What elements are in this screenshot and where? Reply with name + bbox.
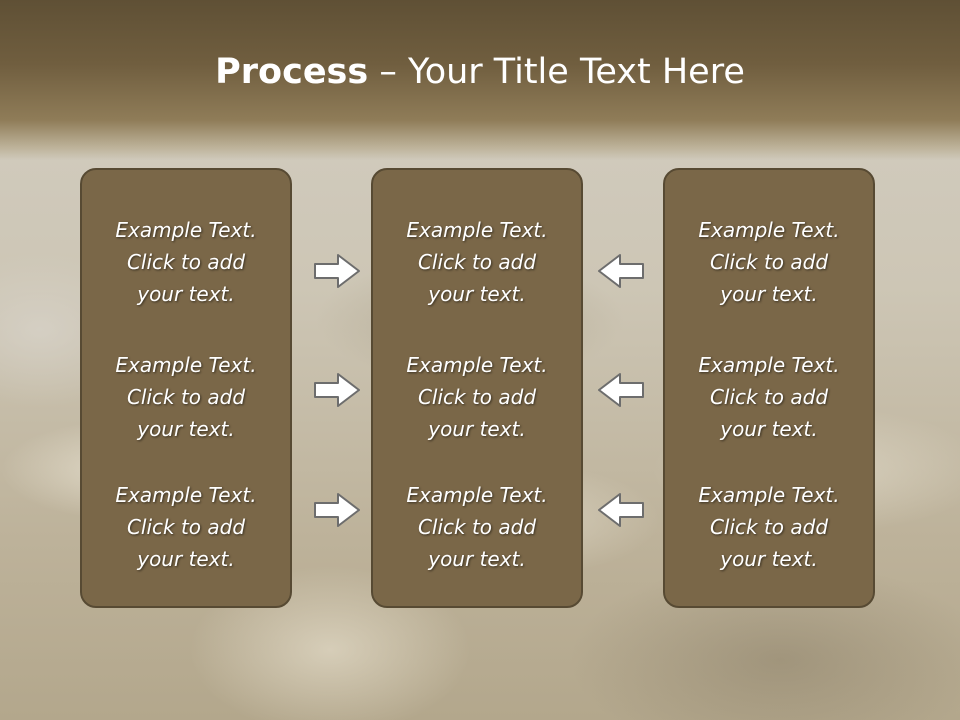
title-rest: – Your Title Text Here xyxy=(368,52,745,92)
arrow-right-icon[interactable] xyxy=(312,491,362,529)
text-line: your text. xyxy=(137,282,235,306)
text-line: your text. xyxy=(720,282,818,306)
text-line: Example Text. xyxy=(406,483,548,507)
title-bold: Process xyxy=(215,52,369,92)
text-line: Example Text. xyxy=(406,353,548,377)
text-line: Example Text. xyxy=(115,483,257,507)
text-line: your text. xyxy=(428,547,526,571)
text-line: Example Text. xyxy=(406,218,548,242)
panel-text-block[interactable]: Example Text. Click to add your text. xyxy=(82,479,290,575)
panel-text-block[interactable]: Example Text. Click to add your text. xyxy=(373,479,581,575)
panel-text-block[interactable]: Example Text. Click to add your text. xyxy=(82,214,290,310)
panel-text-block[interactable]: Example Text. Click to add your text. xyxy=(373,214,581,310)
panel-text-block[interactable]: Example Text. Click to add your text. xyxy=(665,479,873,575)
process-panel-middle[interactable]: Example Text. Click to add your text. Ex… xyxy=(371,168,583,608)
panel-text-block[interactable]: Example Text. Click to add your text. xyxy=(373,349,581,445)
arrow-right-icon[interactable] xyxy=(312,252,362,290)
text-line: your text. xyxy=(720,417,818,441)
panel-text-block[interactable]: Example Text. Click to add your text. xyxy=(665,214,873,310)
text-line: Example Text. xyxy=(115,353,257,377)
text-line: your text. xyxy=(137,547,235,571)
text-line: Click to add xyxy=(126,385,246,409)
text-line: your text. xyxy=(720,547,818,571)
title-bar xyxy=(0,0,960,160)
text-line: your text. xyxy=(137,417,235,441)
text-line: Click to add xyxy=(709,515,829,539)
text-line: Example Text. xyxy=(115,218,257,242)
text-line: Click to add xyxy=(417,515,537,539)
panel-text-block[interactable]: Example Text. Click to add your text. xyxy=(82,349,290,445)
text-line: Example Text. xyxy=(698,483,840,507)
arrow-left-icon[interactable] xyxy=(596,491,646,529)
text-line: your text. xyxy=(428,282,526,306)
panel-text-block[interactable]: Example Text. Click to add your text. xyxy=(665,349,873,445)
arrow-right-icon[interactable] xyxy=(312,371,362,409)
text-line: Click to add xyxy=(417,250,537,274)
arrow-left-icon[interactable] xyxy=(596,252,646,290)
text-line: Click to add xyxy=(126,515,246,539)
slide-title[interactable]: Process – Your Title Text Here xyxy=(0,52,960,92)
text-line: Click to add xyxy=(417,385,537,409)
arrow-left-icon[interactable] xyxy=(596,371,646,409)
text-line: Click to add xyxy=(709,250,829,274)
text-line: Click to add xyxy=(126,250,246,274)
text-line: Example Text. xyxy=(698,218,840,242)
text-line: your text. xyxy=(428,417,526,441)
text-line: Example Text. xyxy=(698,353,840,377)
text-line: Click to add xyxy=(709,385,829,409)
process-panel-left[interactable]: Example Text. Click to add your text. Ex… xyxy=(80,168,292,608)
process-panel-right[interactable]: Example Text. Click to add your text. Ex… xyxy=(663,168,875,608)
